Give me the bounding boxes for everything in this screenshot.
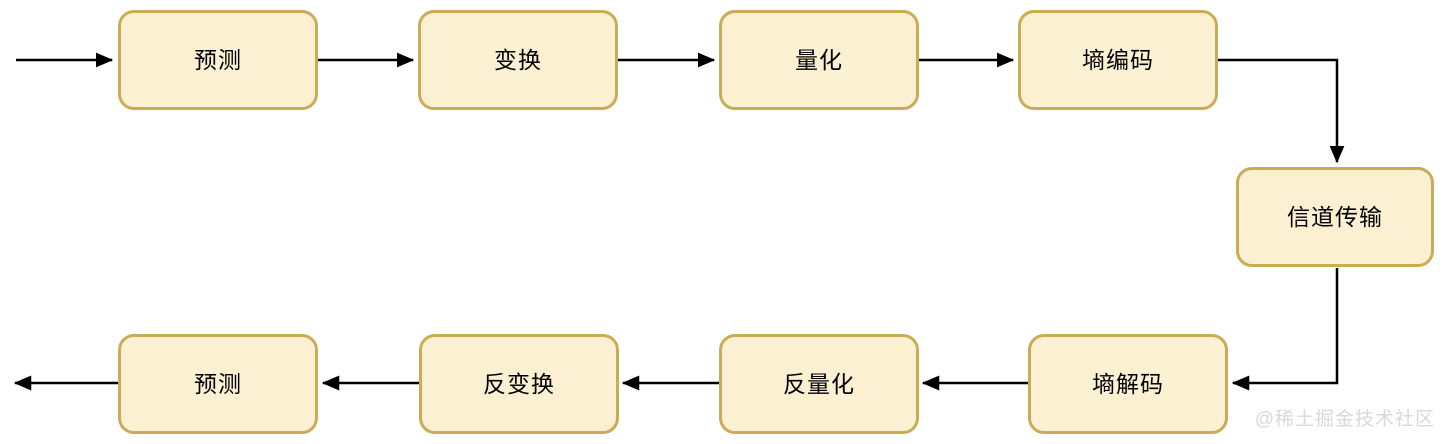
arrow-channel-to-entropy-decoding (1231, 268, 1339, 391)
node-transform: 变换 (418, 10, 618, 110)
node-entropy-encoding-label: 墒编码 (1082, 46, 1154, 73)
node-inverse-transform: 反变换 (419, 334, 619, 434)
node-quantization-label: 量化 (795, 46, 843, 73)
node-inverse-transform-label: 反变换 (483, 370, 555, 397)
node-entropy-encoding: 墒编码 (1018, 10, 1218, 110)
node-dequantization: 反量化 (719, 334, 919, 434)
node-entropy-decoding: 墒解码 (1028, 334, 1228, 434)
node-quantization: 量化 (719, 10, 919, 110)
node-dequantization-label: 反量化 (783, 370, 855, 397)
watermark: @稀土掘金技术社区 (1254, 409, 1435, 430)
arrow-entropy-encoding-to-channel (1218, 58, 1345, 164)
node-channel-transmission: 信道传输 (1236, 167, 1434, 267)
node-prediction-top: 预测 (118, 10, 318, 110)
node-transform-label: 变换 (494, 46, 542, 73)
node-prediction-bottom-label: 预测 (194, 370, 242, 397)
node-entropy-decoding-label: 墒解码 (1092, 370, 1164, 397)
node-channel-transmission-label: 信道传输 (1287, 203, 1383, 230)
node-prediction-bottom: 预测 (118, 334, 318, 434)
node-prediction-top-label: 预测 (194, 46, 242, 73)
